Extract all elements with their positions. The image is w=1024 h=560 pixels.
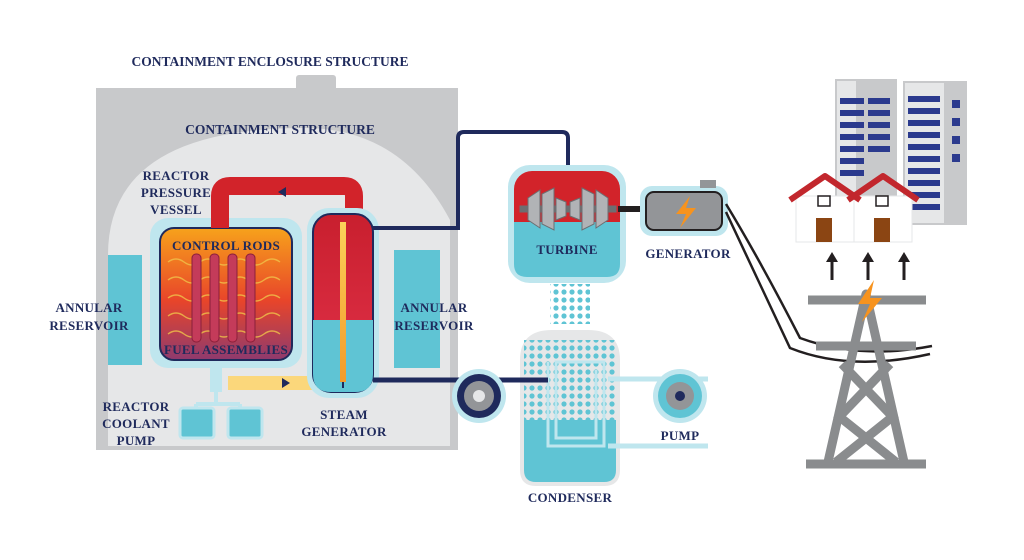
annular-reservoir-left — [108, 255, 142, 365]
label-pump: PUMP — [661, 428, 700, 443]
turbine — [508, 165, 626, 283]
transmission-tower — [806, 289, 926, 469]
reactor-pressure-vessel — [150, 218, 302, 368]
hot-leg-pipe — [211, 177, 363, 228]
label-annular-reservoir-right-2: RESERVOIR — [394, 318, 474, 333]
cold-leg-pipe — [228, 376, 314, 390]
label-control-rods: CONTROL RODS — [172, 238, 280, 253]
flow-arrow-icon — [282, 378, 290, 388]
label-reactor-pressure-vessel-2: PRESSURE — [141, 185, 211, 200]
steam-generator — [307, 208, 379, 398]
lightning-bolt-icon — [858, 280, 882, 322]
steam-line — [373, 130, 570, 230]
generator-shaft — [618, 206, 642, 212]
label-reactor-pressure-vessel-1: REACTOR — [143, 168, 210, 183]
label-condenser: CONDENSER — [528, 490, 613, 505]
control-rods — [191, 253, 256, 343]
label-reactor-coolant-pump-3: PUMP — [117, 433, 156, 448]
label-steam-generator-2: GENERATOR — [301, 424, 387, 439]
generator — [640, 180, 728, 236]
label-generator: GENERATOR — [645, 246, 731, 261]
label-containment-enclosure: CONTAINMENT ENCLOSURE STRUCTURE — [131, 54, 408, 69]
label-annular-reservoir-left-2: RESERVOIR — [49, 318, 129, 333]
label-annular-reservoir-right-1: ANNULAR — [400, 300, 467, 315]
lightning-bolt-icon — [676, 196, 696, 228]
condenser — [520, 284, 620, 486]
power-flow-arrows — [826, 252, 910, 280]
label-containment-structure: CONTAINMENT STRUCTURE — [185, 122, 375, 137]
label-turbine: TURBINE — [536, 242, 597, 257]
label-fuel-assemblies: FUEL ASSEMBLIES — [164, 342, 288, 357]
turbine-rotor-icon — [519, 187, 617, 231]
houses — [788, 173, 920, 243]
reactor-coolant-pump — [178, 392, 264, 440]
label-steam-generator-1: STEAM — [320, 407, 368, 422]
label-reactor-pressure-vessel-3: VESSEL — [150, 202, 202, 217]
label-annular-reservoir-left-1: ANNULAR — [55, 300, 122, 315]
label-reactor-coolant-pump-2: COOLANT — [102, 416, 170, 431]
feedwater-pump — [452, 369, 506, 423]
flow-arrow-icon — [278, 187, 286, 197]
label-reactor-coolant-pump-1: REACTOR — [103, 399, 170, 414]
cooling-pump — [653, 369, 707, 423]
annular-reservoir-right — [394, 250, 440, 368]
